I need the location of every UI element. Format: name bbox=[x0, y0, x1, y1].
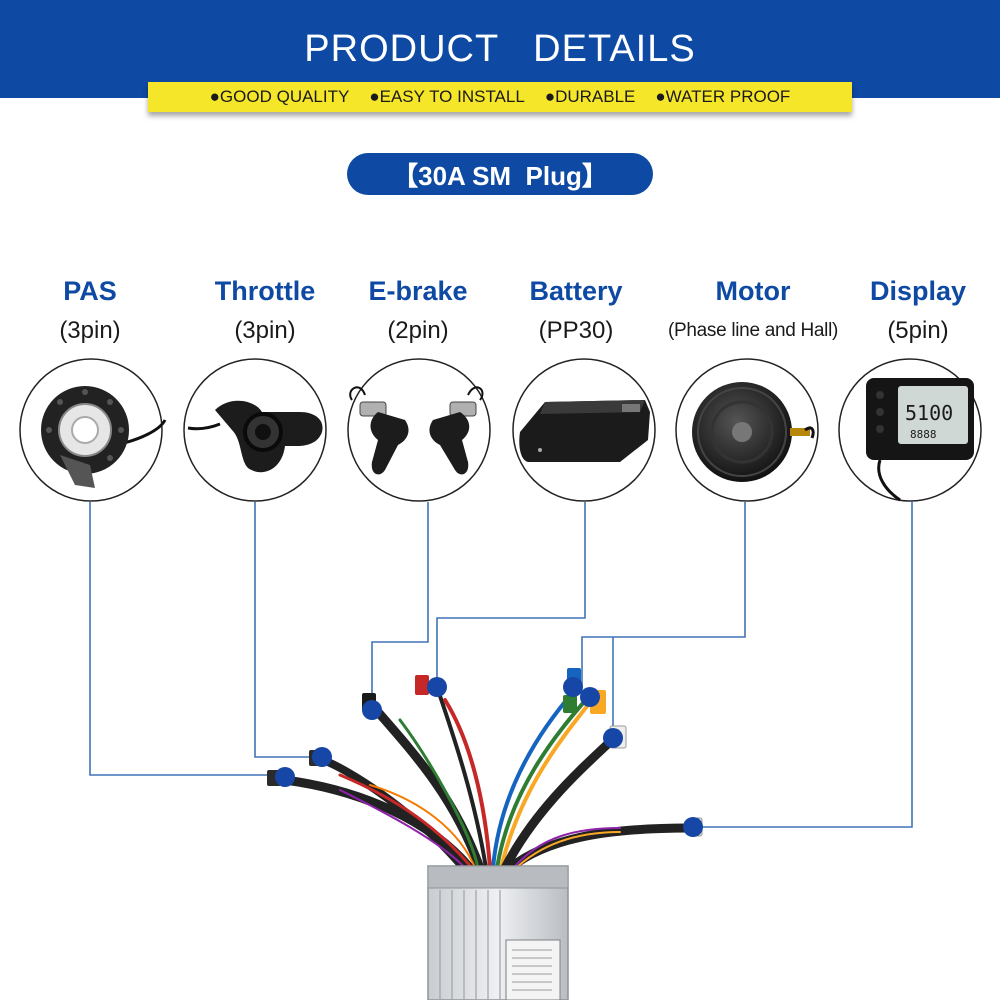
motor-phase-connector-line bbox=[581, 502, 746, 687]
controller-box-icon bbox=[427, 865, 569, 1000]
battery-connector-line bbox=[436, 502, 586, 687]
motor-phase-marker-2 bbox=[580, 687, 600, 707]
feature-easy-install: ●EASY TO INSTALL bbox=[369, 87, 525, 106]
display-marker bbox=[683, 817, 703, 837]
component-pins: (PP30) bbox=[538, 317, 614, 344]
component-ebrake: E-brake (2pin) bbox=[343, 275, 493, 347]
component-pins: (Phase line and Hall) bbox=[667, 320, 839, 341]
battery-pack-icon bbox=[519, 400, 650, 462]
ebrake-marker bbox=[362, 700, 382, 720]
connector-markers bbox=[275, 677, 703, 837]
component-throttle: Throttle (3pin) bbox=[190, 275, 340, 347]
brake-lever-icon bbox=[349, 386, 484, 475]
lcd-display-icon: 5100 8888 bbox=[866, 378, 974, 502]
svg-text:8888: 8888 bbox=[910, 428, 937, 441]
component-name: Throttle bbox=[214, 276, 316, 306]
ebrake-connector-line bbox=[371, 502, 429, 708]
throttle-connector-line bbox=[254, 502, 322, 758]
component-pas: PAS (3pin) bbox=[15, 275, 165, 347]
component-display: Display (5pin) bbox=[843, 275, 993, 347]
pas-marker bbox=[275, 767, 295, 787]
feature-bar: ●GOOD QUALITY ●EASY TO INSTALL ●DURABLE … bbox=[148, 82, 852, 112]
hub-motor-icon bbox=[692, 382, 815, 482]
pas-sensor-icon bbox=[41, 386, 167, 488]
thumb-throttle-icon bbox=[187, 400, 323, 473]
component-pins: (2pin) bbox=[387, 317, 449, 344]
plug-type-badge: 【30A SM Plug】 bbox=[347, 153, 653, 195]
motor-phase-marker bbox=[563, 677, 583, 697]
component-name: Motor bbox=[715, 276, 791, 306]
component-pins: (5pin) bbox=[887, 317, 949, 344]
header-banner: PRODUCT DETAILS bbox=[0, 0, 1000, 98]
feature-durable: ●DURABLE bbox=[544, 87, 636, 106]
throttle-marker bbox=[312, 747, 332, 767]
component-pins: (3pin) bbox=[234, 317, 296, 344]
component-name: E-brake bbox=[368, 276, 468, 306]
component-motor: Motor (Phase line and Hall) bbox=[653, 275, 853, 347]
battery-marker bbox=[427, 677, 447, 697]
component-name: PAS bbox=[63, 276, 117, 306]
component-frames bbox=[19, 358, 982, 502]
component-name: Display bbox=[869, 276, 967, 306]
component-battery: Battery (PP30) bbox=[501, 275, 651, 347]
connector-lines bbox=[89, 502, 913, 828]
component-name: Battery bbox=[529, 276, 623, 306]
controller-wires bbox=[280, 688, 695, 874]
motor-hall-marker bbox=[603, 728, 623, 748]
svg-text:5100: 5100 bbox=[905, 401, 953, 425]
page-title: PRODUCT DETAILS bbox=[304, 28, 696, 70]
feature-good-quality: ●GOOD QUALITY bbox=[209, 87, 350, 106]
pas-connector-line bbox=[89, 502, 285, 776]
feature-water-proof: ●WATER PROOF bbox=[655, 87, 791, 106]
component-pins: (3pin) bbox=[59, 317, 121, 344]
display-connector-line bbox=[693, 502, 913, 828]
